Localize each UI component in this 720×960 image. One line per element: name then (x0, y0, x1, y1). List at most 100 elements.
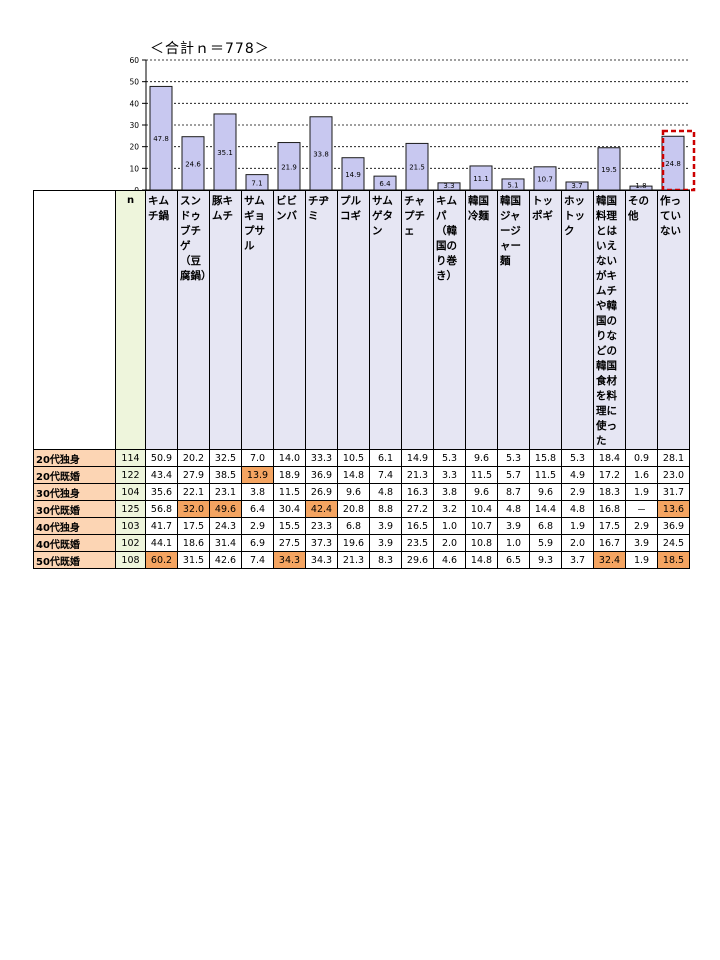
value-cell: 50.9 (145, 449, 178, 467)
y-tick-label: 20 (129, 143, 139, 152)
value-cell: 2.0 (561, 534, 594, 552)
value-cell: 9.6 (529, 483, 562, 501)
value-cell: 3.3 (433, 466, 466, 484)
value-cell: 29.6 (401, 551, 434, 569)
category-header: トッポギ (529, 190, 562, 450)
value-cell: 1.0 (433, 517, 466, 535)
value-cell: 1.0 (497, 534, 530, 552)
value-cell: 1.9 (625, 551, 658, 569)
n-cell: 125 (115, 500, 146, 518)
value-cell: 8.3 (369, 551, 402, 569)
value-cell: 6.1 (369, 449, 402, 467)
value-cell: 6.9 (241, 534, 274, 552)
value-cell: 1.9 (625, 483, 658, 501)
bar (533, 166, 557, 191)
bar-value-label: 14.9 (345, 171, 361, 179)
value-cell: 4.6 (433, 551, 466, 569)
value-cell: 16.7 (593, 534, 626, 552)
value-cell: 31.4 (209, 534, 242, 552)
value-cell: 6.4 (241, 500, 274, 518)
value-cell: 42.4 (305, 500, 338, 518)
value-cell: 5.9 (529, 534, 562, 552)
value-cell: 10.7 (465, 517, 498, 535)
value-cell: 4.8 (561, 500, 594, 518)
n-cell: 104 (115, 483, 146, 501)
value-cell: 22.1 (177, 483, 210, 501)
bar (373, 175, 397, 191)
value-cell: 0.9 (625, 449, 658, 467)
y-tick-label: 30 (129, 121, 139, 130)
category-header: 豚キムチ (209, 190, 242, 450)
value-cell: 14.9 (401, 449, 434, 467)
value-cell: 16.8 (593, 500, 626, 518)
value-cell: 56.8 (145, 500, 178, 518)
value-cell: 2.9 (625, 517, 658, 535)
bar-value-label: 35.1 (217, 149, 233, 157)
value-cell: 20.2 (177, 449, 210, 467)
value-cell: 49.6 (209, 500, 242, 518)
value-cell: 60.2 (145, 551, 178, 569)
value-cell: 16.3 (401, 483, 434, 501)
value-cell: 34.3 (305, 551, 338, 569)
value-cell: 18.4 (593, 449, 626, 467)
value-cell: 4.9 (561, 466, 594, 484)
value-cell: 18.5 (657, 551, 690, 569)
n-header: n (115, 190, 146, 450)
value-cell: 13.6 (657, 500, 690, 518)
bar-value-label: 10.7 (537, 175, 553, 183)
value-cell: 9.6 (465, 483, 498, 501)
n-cell: 103 (115, 517, 146, 535)
row-label: 20代既婚 (33, 466, 116, 484)
value-cell: 3.9 (369, 534, 402, 552)
value-cell: 31.7 (657, 483, 690, 501)
value-cell: 33.3 (305, 449, 338, 467)
category-header: キムパ（韓国のり巻き） (433, 190, 466, 450)
value-cell: 5.7 (497, 466, 530, 484)
header-blank-cell (33, 190, 116, 450)
value-cell: 1.9 (561, 517, 594, 535)
value-cell: 11.5 (465, 466, 498, 484)
value-cell: 5.3 (497, 449, 530, 467)
value-cell: 5.3 (433, 449, 466, 467)
value-cell: 32.4 (593, 551, 626, 569)
bar-value-label: 1.8 (635, 182, 646, 190)
value-cell: 24.5 (657, 534, 690, 552)
value-cell: 9.3 (529, 551, 562, 569)
value-cell: 10.8 (465, 534, 498, 552)
value-cell: 23.3 (305, 517, 338, 535)
value-cell: 15.8 (529, 449, 562, 467)
value-cell: 6.8 (529, 517, 562, 535)
value-cell: 8.7 (497, 483, 530, 501)
bar-value-label: 21.5 (409, 164, 425, 172)
value-cell: 31.5 (177, 551, 210, 569)
value-cell: 19.6 (337, 534, 370, 552)
value-cell: 13.9 (241, 466, 274, 484)
category-header: サムギョプサル (241, 190, 274, 450)
value-cell: 21.3 (337, 551, 370, 569)
value-cell: 44.1 (145, 534, 178, 552)
category-header: その他 (625, 190, 658, 450)
value-cell: 23.5 (401, 534, 434, 552)
row-label: 40代独身 (33, 517, 116, 535)
value-cell: 28.1 (657, 449, 690, 467)
value-cell: 23.0 (657, 466, 690, 484)
value-cell: 4.8 (369, 483, 402, 501)
value-cell: 4.8 (497, 500, 530, 518)
value-cell: 6.5 (497, 551, 530, 569)
value-cell: 36.9 (657, 517, 690, 535)
value-cell: 38.5 (209, 466, 242, 484)
n-cell: 108 (115, 551, 146, 569)
category-header: ビビンバ (273, 190, 306, 450)
value-cell: 8.8 (369, 500, 402, 518)
bar-value-label: 19.5 (601, 166, 617, 174)
value-cell: 9.6 (337, 483, 370, 501)
bar-value-label: 3.7 (571, 182, 582, 190)
bar-value-label: 11.1 (473, 175, 489, 183)
value-cell: 17.2 (593, 466, 626, 484)
value-cell: 24.3 (209, 517, 242, 535)
value-cell: 11.5 (529, 466, 562, 484)
